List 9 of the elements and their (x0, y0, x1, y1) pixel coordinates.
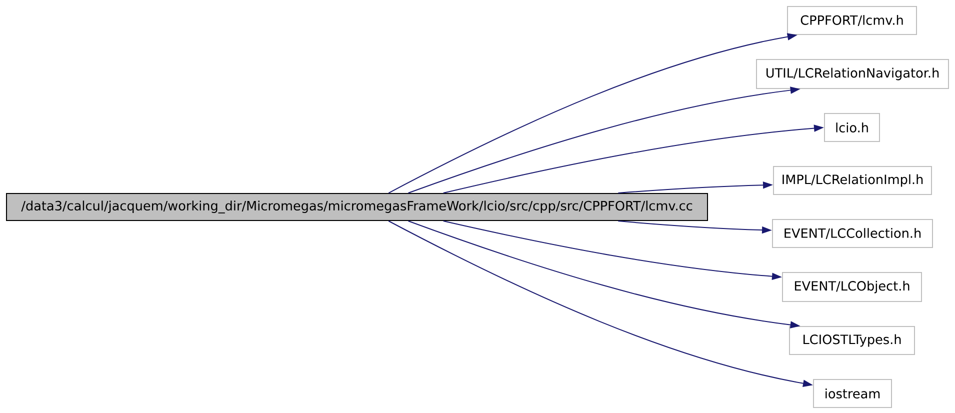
file-box: lcio.h (824, 113, 880, 142)
file-box: LCIOSTLTypes.h (789, 326, 915, 355)
file-box: /data3/calcul/jacquem/working_dir/Micromegas/micromegasFrameWork/lcio/src/cpp/src/CPPFORT/lcmv.cc (6, 193, 708, 221)
file-box: EVENT/LCCollection.h (772, 219, 933, 248)
file-box: IMPL/LCRelationImpl.h (773, 166, 932, 195)
file-box: CPPFORT/lcmv.h (787, 6, 917, 35)
file-box: EVENT/LCObject.h (782, 272, 922, 302)
file-box: iostream (813, 379, 892, 408)
file-box: UTIL/LCRelationNavigator.h (756, 59, 949, 89)
